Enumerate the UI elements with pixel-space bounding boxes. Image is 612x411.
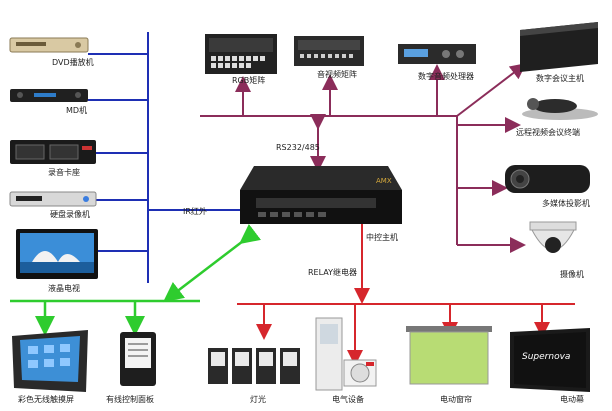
av-matrix-device <box>294 36 364 66</box>
screen-device <box>510 328 590 392</box>
label-rgb-matrix: RGB矩阵 <box>232 76 266 85</box>
curtain-device <box>406 326 492 385</box>
md-player-device <box>10 89 88 102</box>
label-curtain: 电动窗帘 <box>440 395 472 404</box>
label-lights: 灯光 <box>250 395 266 404</box>
audio-processor-device <box>398 44 476 64</box>
camera-device <box>529 221 577 253</box>
label-av-matrix: 音视频矩阵 <box>317 70 357 79</box>
screen-logo-text: Supernova <box>522 352 571 362</box>
label-camera: 摄像机 <box>560 270 584 279</box>
label-screen: 电动幕 <box>560 395 584 404</box>
lights-device <box>208 348 300 384</box>
relay-bus <box>237 222 575 366</box>
label-controller: 中控主机 <box>366 233 398 242</box>
rgb-matrix-device <box>205 34 277 74</box>
projector-device <box>505 165 590 193</box>
ir-bus <box>88 32 242 283</box>
label-ir: IR红外 <box>183 207 207 216</box>
wireless-bus <box>10 223 262 336</box>
appliances-device <box>315 317 377 391</box>
label-projector: 多媒体投影机 <box>542 199 590 208</box>
label-appliances: 电气设备 <box>332 395 364 404</box>
label-md: MD机 <box>66 106 88 115</box>
label-dvd: DVD播放机 <box>52 58 94 67</box>
rs232-bus <box>200 63 527 253</box>
conference-host-device <box>520 22 598 72</box>
label-video-conf: 远程视频会议终端 <box>516 128 580 137</box>
label-hdd-recorder: 硬盘录像机 <box>50 210 90 219</box>
video-conf-device <box>522 98 598 120</box>
controller-brand-text: AMX <box>376 177 392 185</box>
label-conference: 数字会议主机 <box>536 74 584 83</box>
label-lcd-tv: 液晶电视 <box>48 284 80 293</box>
lcd-tv-device <box>16 229 98 279</box>
label-audio-processor: 数字音频处理器 <box>418 72 474 81</box>
cassette-deck-device <box>10 140 96 164</box>
label-cassette: 录音卡座 <box>48 168 80 177</box>
central-controller-device <box>240 166 402 224</box>
label-rs232: RS232/485 <box>276 143 320 152</box>
label-relay: RELAY继电器 <box>308 268 357 277</box>
wired-panel-device <box>120 332 156 386</box>
touch-panel-device <box>12 330 88 392</box>
hdd-recorder-device <box>9 191 97 207</box>
label-wired-panel: 有线控制面板 <box>106 395 154 404</box>
dvd-player-device <box>9 37 89 53</box>
label-touch-panel: 彩色无线触摸屏 <box>18 395 74 404</box>
